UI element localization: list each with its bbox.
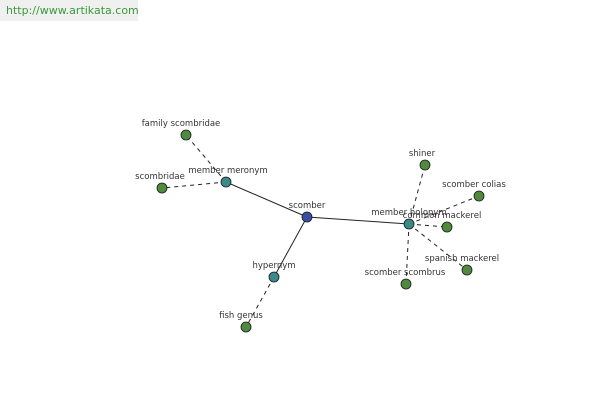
node-scomber-circle[interactable] (301, 211, 313, 223)
node-member-holonym-label: member holonym (371, 208, 446, 218)
edge-scomber-to-hypernym (273, 216, 308, 278)
edge-scomber-to-member-holonym (306, 216, 410, 225)
node-scomber-colias[interactable]: scomber colias (442, 180, 506, 202)
edge-hypernym-to-fish-genus (245, 276, 275, 328)
node-scomber-scombrus[interactable]: scomber scombrus (365, 268, 446, 290)
edge-member-holonym-to-common-mackerel (408, 223, 448, 228)
node-spanish-mackerel-circle[interactable] (461, 264, 473, 276)
node-shiner-label: shiner (409, 149, 436, 159)
node-member-holonym[interactable]: member holonym (371, 208, 447, 230)
node-hypernym-circle[interactable] (268, 271, 280, 283)
node-hypernym[interactable]: hypernym (252, 261, 296, 283)
node-scomber-colias-circle[interactable] (473, 190, 485, 202)
node-shiner[interactable]: shiner (409, 149, 436, 171)
node-hypernym-label: hypernym (252, 261, 295, 271)
url-banner[interactable]: http://www.artikata.com (0, 0, 139, 21)
edge-member-holonym-to-shiner (408, 164, 426, 225)
node-scomber-colias-label: scomber colias (442, 180, 506, 190)
node-scomber[interactable]: scomber (289, 201, 326, 223)
edge-member-meronym-to-scombridae (161, 181, 227, 189)
node-member-meronym-circle[interactable] (220, 176, 232, 188)
node-family-scombridae[interactable]: family scombridae (142, 119, 221, 141)
node-scomber-label: scomber (289, 201, 326, 211)
node-fish-genus-circle[interactable] (240, 321, 252, 333)
edge-member-holonym-to-scomber-scombrus (405, 223, 410, 285)
node-scombridae[interactable]: scombridae (135, 172, 185, 194)
node-common-mackerel[interactable]: common mackerel (403, 211, 482, 233)
edge-member-meronym-to-family-scombridae (185, 134, 227, 183)
node-common-mackerel-circle[interactable] (441, 221, 453, 233)
node-common-mackerel-label: common mackerel (403, 211, 482, 221)
node-family-scombridae-circle[interactable] (180, 129, 192, 141)
node-member-holonym-circle[interactable] (403, 218, 415, 230)
nodes-layer: scomber member meronym family scombridae sc… (135, 119, 506, 333)
edge-scomber-to-member-meronym (225, 181, 308, 218)
node-spanish-mackerel-label: spanish mackerel (425, 254, 499, 264)
node-scombridae-label: scombridae (135, 172, 185, 182)
node-member-meronym-label: member meronym (188, 166, 267, 176)
node-fish-genus[interactable]: fish genus (219, 311, 263, 333)
node-scombridae-circle[interactable] (156, 182, 168, 194)
node-scomber-scombrus-label: scomber scombrus (365, 268, 446, 278)
node-scomber-scombrus-circle[interactable] (400, 278, 412, 290)
node-family-scombridae-label: family scombridae (142, 119, 221, 129)
node-spanish-mackerel[interactable]: spanish mackerel (425, 254, 499, 276)
node-fish-genus-label: fish genus (219, 311, 263, 321)
node-shiner-circle[interactable] (419, 159, 431, 171)
node-member-meronym[interactable]: member meronym (188, 166, 268, 188)
edges-layer (161, 134, 480, 328)
